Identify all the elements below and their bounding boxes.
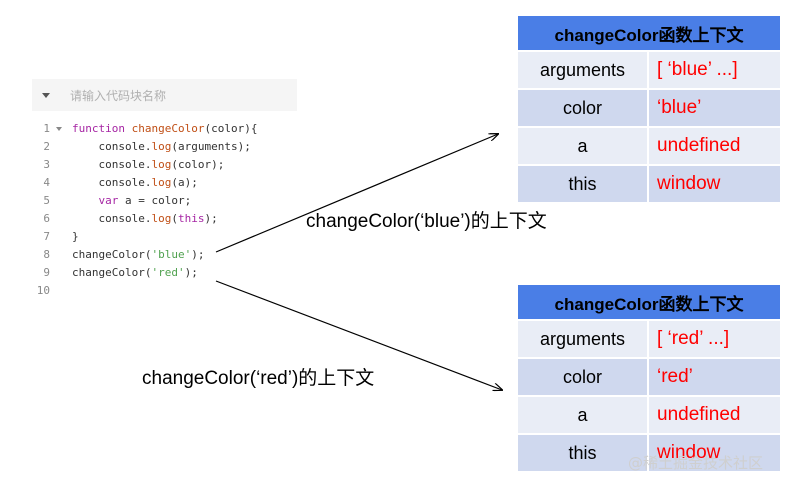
line-number: 7 — [43, 230, 50, 243]
code-block-name-input[interactable]: 请输入代码块名称 — [70, 88, 167, 103]
context-table-title: changeColor函数上下文 — [518, 285, 780, 319]
caption-blue-context: changeColor(‘blue’)的上下文 — [306, 211, 547, 232]
context-value: undefined — [657, 404, 741, 425]
context-row-this: this window — [518, 166, 780, 202]
code-token: } — [72, 230, 79, 243]
code-token: console. — [72, 158, 152, 171]
context-value: [ ‘blue’ ...] — [657, 59, 738, 80]
context-value: ‘red’ — [657, 366, 693, 387]
code-token: ( — [171, 212, 178, 225]
code-token: (a); — [171, 176, 198, 189]
context-key: arguments — [518, 52, 649, 88]
context-key: color — [518, 359, 649, 395]
line-number: 8 — [43, 248, 50, 261]
code-token: log — [151, 140, 172, 153]
code-line[interactable]: 10 — [32, 282, 297, 300]
caret-down-icon[interactable] — [42, 92, 50, 98]
arrow-blue — [215, 134, 498, 253]
line-number: 3 — [43, 158, 50, 171]
code-token: log — [151, 158, 172, 171]
line-number: 5 — [43, 194, 50, 207]
line-number: 6 — [43, 212, 50, 225]
context-value: undefined — [657, 135, 741, 156]
watermark: @稀土掘金技术社区 — [628, 454, 764, 472]
context-row-color: color ‘blue’ — [518, 90, 780, 126]
code-token: (color); — [171, 158, 225, 171]
code-token: ); — [204, 212, 218, 225]
context-key: this — [518, 166, 649, 202]
code-line[interactable]: 7} — [32, 228, 297, 246]
context-row-a: a undefined — [518, 128, 780, 164]
code-line[interactable]: 5 var a = color; — [32, 192, 297, 210]
code-token: function — [72, 122, 132, 135]
code-token: ); — [191, 248, 205, 261]
context-table-red: changeColor函数上下文 arguments [ ‘red’ ...] … — [518, 285, 780, 471]
line-number: 1 — [43, 122, 50, 135]
code-token: log — [151, 212, 172, 225]
code-token: var — [72, 194, 125, 207]
line-number: 4 — [43, 176, 50, 189]
code-token: console. — [72, 212, 152, 225]
code-editor[interactable]: 请输入代码块名称 1 function changeColor(color){ 2 … — [32, 79, 297, 300]
code-token: this — [177, 212, 205, 225]
context-row-arguments: arguments [ ‘blue’ ...] — [518, 52, 780, 88]
context-value: [ ‘red’ ...] — [657, 328, 730, 349]
context-value: ‘blue’ — [657, 97, 702, 118]
line-number: 2 — [43, 140, 50, 153]
context-value: window — [657, 442, 721, 463]
line-number: 10 — [36, 284, 50, 297]
code-line[interactable]: 6 console.log(this); — [32, 210, 297, 228]
fold-arrow-icon[interactable] — [56, 127, 62, 131]
code-token: console. — [72, 176, 152, 189]
fold-gutter — [50, 120, 72, 138]
code-line[interactable]: 9 changeColor('red'); — [32, 264, 297, 282]
context-key: a — [518, 128, 649, 164]
context-value: window — [657, 173, 721, 194]
context-row-this: this window — [518, 435, 780, 471]
arrow-red — [215, 280, 502, 390]
code-token: ); — [184, 266, 198, 279]
code-line[interactable]: 8 changeColor('blue'); — [32, 246, 297, 264]
code-line[interactable]: 2 console.log(arguments); — [32, 138, 297, 156]
context-table-blue: changeColor函数上下文 arguments [ ‘blue’ ...]… — [518, 16, 780, 202]
code-token: log — [151, 176, 172, 189]
context-key: arguments — [518, 321, 649, 357]
context-row-a: a undefined — [518, 397, 780, 433]
code-token: 'red' — [151, 266, 185, 279]
context-table-title: changeColor函数上下文 — [518, 16, 780, 50]
context-row-color: color ‘red’ — [518, 359, 780, 395]
code-line[interactable]: 1 function changeColor(color){ — [32, 120, 297, 138]
code-token: changeColor( — [72, 248, 152, 261]
code-token: (color){ — [204, 122, 258, 135]
context-row-arguments: arguments [ ‘red’ ...] — [518, 321, 780, 357]
code-token: (arguments); — [171, 140, 251, 153]
code-token: changeColor — [131, 122, 205, 135]
line-number: 9 — [43, 266, 50, 279]
code-token: a = color; — [124, 194, 192, 207]
code-token: changeColor( — [72, 266, 152, 279]
code-line[interactable]: 4 console.log(a); — [32, 174, 297, 192]
code-token: 'blue' — [151, 248, 192, 261]
context-key: color — [518, 90, 649, 126]
context-key: a — [518, 397, 649, 433]
code-line[interactable]: 3 console.log(color); — [32, 156, 297, 174]
editor-header: 请输入代码块名称 — [32, 79, 297, 111]
caption-red-context: changeColor(‘red’)的上下文 — [142, 368, 375, 389]
context-key: this — [518, 435, 649, 471]
code-token: console. — [72, 140, 152, 153]
